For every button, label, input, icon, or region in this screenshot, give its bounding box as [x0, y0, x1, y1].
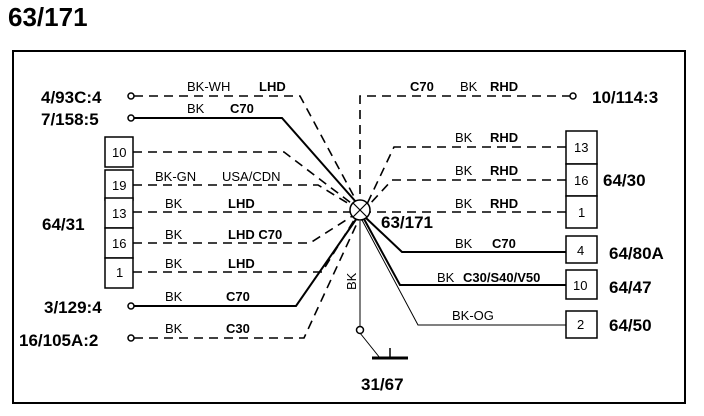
wire-10-114-3-variant: RHD	[490, 79, 518, 94]
ground-wire-color: BK	[344, 272, 359, 290]
connector-64-31-label: 64/31	[42, 215, 85, 234]
connector-64-30-pin-box	[565, 195, 598, 229]
wire-7-158-5-color: BK	[187, 101, 205, 116]
wire-4-93c-4	[134, 95, 359, 205]
connector-64-31-pin-box	[104, 227, 134, 259]
wire-64-31-pin19-color: BK-GN	[155, 169, 196, 184]
connector-64-31-pin-box	[104, 197, 134, 229]
wire-64-80a-variant: C70	[492, 236, 516, 251]
connector-64-30-pin: 13	[574, 140, 588, 155]
terminal-4-93c-4-label: 4/93C:4	[41, 88, 102, 107]
wire-4-93c-4-variant: LHD	[259, 79, 286, 94]
terminal-4-93c-4-icon	[127, 92, 135, 100]
wire-64-30-pin13	[366, 146, 566, 205]
wire-64-31-pin16-variant: LHD C70	[228, 227, 282, 242]
wire-10-114-3-prefix: C70	[410, 79, 434, 94]
terminal-16-105a-2-label: 16/105A:2	[19, 331, 98, 350]
wire-64-30-pin16-color: BK	[455, 163, 473, 178]
wire-64-31-pin19	[133, 184, 355, 208]
wire-10-114-3-color: BK	[460, 79, 478, 94]
wire-64-80a	[365, 217, 566, 253]
wire-64-31-pin13-color: BK	[165, 196, 183, 211]
wire-3-129-4-color: BK	[165, 289, 183, 304]
terminal-3-129-4-label: 3/129:4	[44, 298, 102, 317]
connector-64-30-pin: 16	[574, 173, 588, 188]
connector-64-30-label: 64/30	[603, 171, 646, 190]
connector-64-30-pin-box	[565, 163, 598, 197]
wire-64-50-color: BK-OG	[452, 308, 494, 323]
connector-64-50-label: 64/50	[609, 316, 652, 335]
connector-64-31-pin-box	[104, 136, 134, 168]
wire-64-31-pin16	[133, 214, 355, 244]
connector-64-31-pin: 13	[112, 206, 126, 221]
connector-64-80a-pin: 4	[577, 243, 584, 258]
connector-64-50-pin: 2	[577, 317, 584, 332]
connector-64-31-pin: 10	[112, 145, 126, 160]
wire-64-31-pin13-variant: LHD	[228, 196, 255, 211]
wire-64-31-pin19-variant: USA/CDN	[222, 169, 281, 184]
wire-64-31-pin1-variant: LHD	[228, 256, 255, 271]
ground-terminal-icon	[355, 325, 365, 335]
wire-64-30-pin13-color: BK	[455, 130, 473, 145]
wire-16-105a-2-color: BK	[165, 321, 183, 336]
connector-64-30-pin: 1	[578, 205, 585, 220]
wire-7-158-5	[134, 117, 357, 203]
terminal-10-114-3-icon	[569, 92, 577, 100]
wire-64-47-color: BK	[437, 270, 455, 285]
connector-64-31: 10 19 13 16 1	[104, 136, 134, 289]
connector-64-47-label: 64/47	[609, 278, 652, 297]
wire-64-80a-color: BK	[455, 236, 473, 251]
terminal-16-105a-2-icon	[127, 334, 135, 342]
connector-64-50-pin-box	[565, 310, 598, 339]
connector-64-30: 13 16 1	[565, 130, 598, 229]
connector-64-31-pin: 16	[112, 236, 126, 251]
wire-4-93c-4-color: BK-WH	[187, 79, 230, 94]
wire-16-105a-2	[134, 218, 360, 339]
connector-64-31-pin: 1	[116, 265, 123, 280]
connector-64-80a-pin-box	[565, 235, 598, 264]
diagram-frame	[12, 50, 686, 404]
wire-16-105a-2-variant: C30	[226, 321, 250, 336]
connector-64-31-pin: 19	[112, 178, 126, 193]
wire-3-129-4	[134, 217, 358, 307]
wire-64-50	[361, 219, 566, 326]
connector-64-47-pin-box	[565, 269, 598, 300]
terminal-7-158-5-icon	[127, 114, 135, 122]
wire-64-30-pin1-color: BK	[455, 196, 473, 211]
wire-64-31-pin1-color: BK	[165, 256, 183, 271]
terminal-10-114-3-label: 10/114:3	[592, 88, 658, 107]
connector-64-47-pin: 10	[573, 278, 587, 293]
splice-label: 63/171	[381, 213, 433, 232]
ground-label: 31/67	[361, 375, 404, 394]
wire-64-31-pin10	[133, 151, 356, 207]
terminal-3-129-4-icon	[127, 302, 135, 310]
connector-64-80a-label: 64/80A	[609, 244, 664, 263]
wire-10-114-3	[359, 95, 571, 200]
wire-64-30-pin13-variant: RHD	[490, 130, 518, 145]
wire-3-129-4-variant: C70	[226, 289, 250, 304]
page-title: 63/171	[8, 2, 88, 32]
wire-7-158-5-variant: C70	[230, 101, 254, 116]
wire-64-47	[363, 218, 566, 286]
wire-64-30-pin1-variant: RHD	[490, 196, 518, 211]
wire-64-30-pin16-variant: RHD	[490, 163, 518, 178]
terminal-7-158-5-label: 7/158:5	[41, 110, 99, 129]
wire-64-47-variant: C30/S40/V50	[463, 270, 540, 285]
connector-64-31-pin-box	[104, 257, 134, 289]
ground-switch-icon	[359, 332, 381, 359]
wire-64-31-pin16-color: BK	[165, 227, 183, 242]
wire-64-30-pin16	[367, 179, 566, 207]
